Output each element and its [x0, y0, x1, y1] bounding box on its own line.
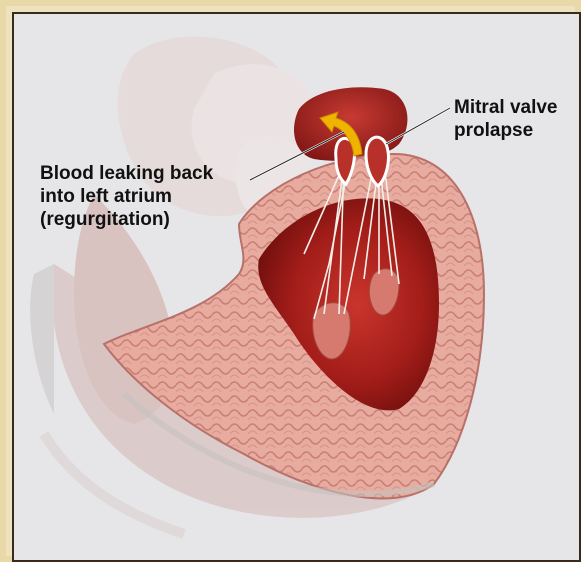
regurgitation-label-line-3: (regurgitation)	[40, 208, 213, 231]
illustration-panel: Blood leaking back into left atrium (reg…	[12, 12, 581, 562]
regurgitation-label: Blood leaking back into left atrium (reg…	[40, 162, 213, 231]
mitral-valve-prolapse-label: Mitral valve prolapse	[454, 96, 558, 142]
mitral-valve-prolapse-label-line-2: prolapse	[454, 119, 558, 142]
mitral-valve-prolapse-label-line-1: Mitral valve	[454, 96, 558, 119]
regurgitation-label-line-2: into left atrium	[40, 185, 213, 208]
regurgitation-label-line-1: Blood leaking back	[40, 162, 213, 185]
